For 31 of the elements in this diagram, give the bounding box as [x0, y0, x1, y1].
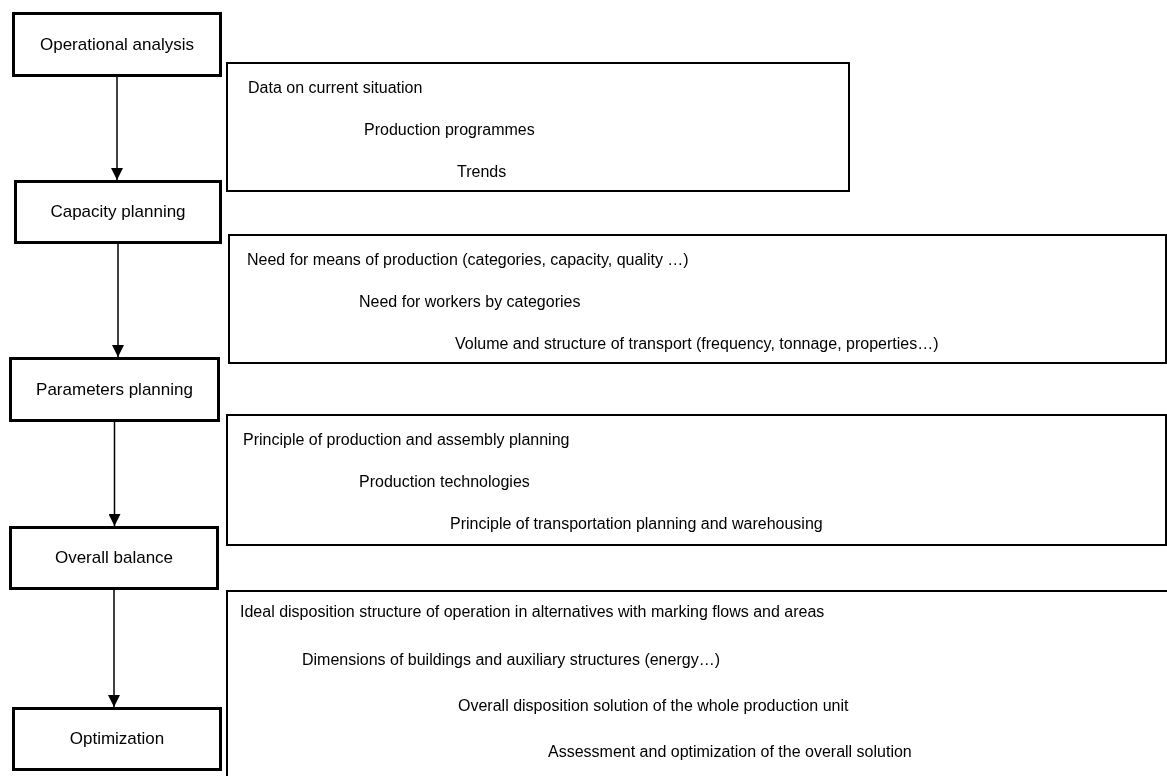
panel-text: Production programmes [364, 120, 535, 140]
panel-text: Data on current situation [248, 78, 423, 98]
panel-text: Trends [457, 162, 507, 182]
process-box [9, 357, 220, 422]
panel-text: Production technologies [359, 472, 530, 492]
panel-text: Dimensions of buildings and auxiliary structures (energy…) [302, 650, 720, 670]
info-panel [226, 62, 850, 192]
panel-text: Principle of production and assembly planning [243, 430, 570, 450]
step-label: Optimization [69, 728, 165, 751]
arrow [112, 243, 124, 358]
info-panel [226, 414, 1167, 546]
process-box [12, 707, 222, 771]
arrow [108, 589, 120, 708]
step-label: Capacity planning [50, 201, 186, 224]
step-label: Overall balance [54, 547, 174, 570]
step-label: Parameters planning [36, 378, 193, 401]
process-box [9, 526, 219, 590]
arrow [108, 421, 121, 527]
info-panel [228, 234, 1167, 364]
arrow [111, 76, 123, 181]
panel-text: Need for means of production (categories, capacity, quality …) [247, 250, 689, 270]
process-box [12, 12, 222, 77]
panel-text: Assessment and optimization of the overall solution [548, 742, 912, 762]
info-panel [226, 590, 1167, 776]
process-box [14, 180, 222, 244]
step-label: Operational analysis [40, 33, 194, 56]
panel-text: Volume and structure of transport (frequency, tonnage, properties…) [455, 334, 939, 354]
panel-text: Principle of transportation planning and warehousing [450, 514, 823, 534]
panel-text: Ideal disposition structure of operation in alternatives with marking flows and areas [240, 602, 825, 622]
panel-text: Overall disposition solution of the whole production unit [458, 696, 849, 716]
panel-text: Need for workers by categories [359, 292, 581, 312]
